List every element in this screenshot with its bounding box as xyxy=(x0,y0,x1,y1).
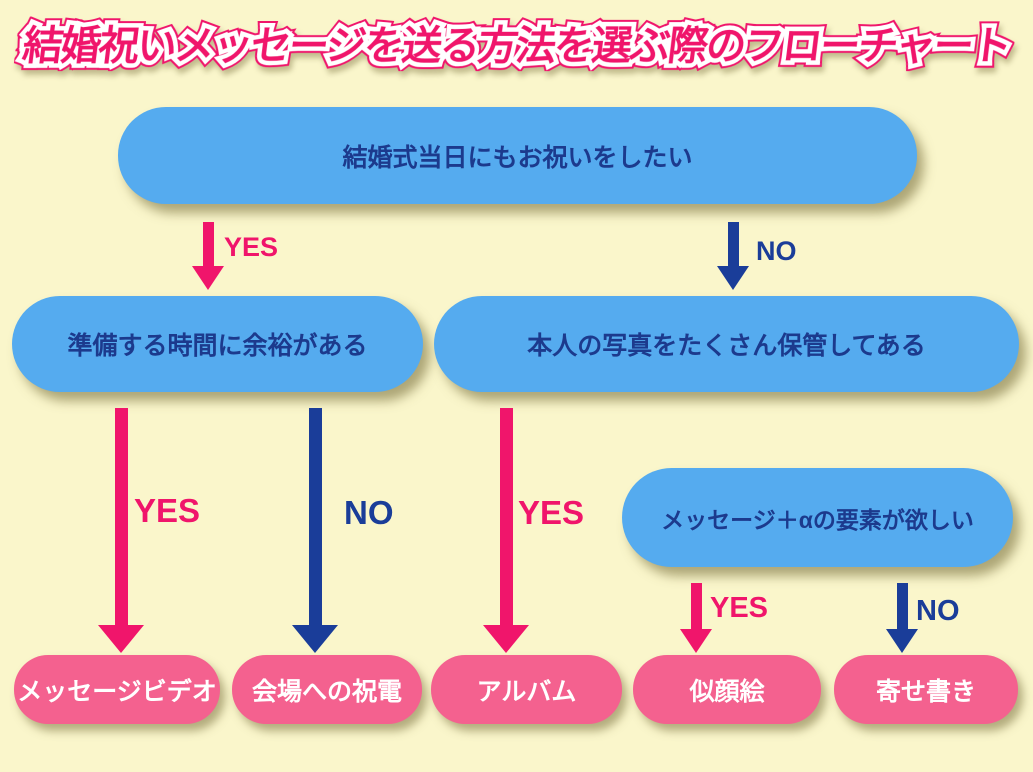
arrow-yes-q4-to-portrait xyxy=(673,583,719,653)
arrow-head-icon xyxy=(886,629,918,653)
arrow-shaft xyxy=(499,408,513,625)
arrow-yes-q3-to-album xyxy=(483,408,529,653)
arrow-head-icon xyxy=(717,266,749,290)
arrow-shaft xyxy=(727,222,739,266)
branch-label-no-q4: NO xyxy=(916,595,960,627)
arrow-shaft xyxy=(690,583,702,629)
arrow-no-q4-to-group-message xyxy=(879,583,925,653)
result-box-group-message: 寄せ書き xyxy=(834,655,1018,724)
question-box-plus-alpha: メッセージ＋αの要素が欲しい xyxy=(622,468,1013,567)
arrow-shaft xyxy=(308,408,322,625)
result-box-album: アルバム xyxy=(431,655,622,724)
arrow-shaft xyxy=(114,408,128,625)
branch-label-yes-q3: YES xyxy=(518,494,585,531)
question-box-many-photos: 本人の写真をたくさん保管してある xyxy=(434,296,1019,392)
arrow-head-icon xyxy=(98,625,144,653)
branch-label-yes-q1: YES xyxy=(224,232,279,262)
branch-label-no-q1: NO xyxy=(756,236,797,266)
result-box-message-video: メッセージビデオ xyxy=(14,655,220,724)
page-title-text: 結婚祝いメッセージを送る方法を選ぶ際のフローチャート xyxy=(20,24,1013,68)
question-box-wedding-day: 結婚式当日にもお祝いをしたい xyxy=(118,107,917,204)
arrow-shaft xyxy=(202,222,214,266)
question-box-prep-time: 準備する時間に余裕がある xyxy=(12,296,423,392)
arrow-shaft xyxy=(896,583,908,629)
arrow-head-icon xyxy=(192,266,224,290)
arrow-no-q2-to-venue-telegram xyxy=(292,408,338,653)
page-title-stack: 結婚祝いメッセージを送る方法を選ぶ際のフローチャート 結婚祝いメッセージを送る方… xyxy=(14,18,1019,75)
branch-label-no-q2: NO xyxy=(344,494,394,531)
arrow-no-q1-to-q3 xyxy=(710,222,756,290)
arrow-head-icon xyxy=(292,625,338,653)
arrow-head-icon xyxy=(483,625,529,653)
page-title: 結婚祝いメッセージを送る方法を選ぶ際のフローチャート 結婚祝いメッセージを送る方… xyxy=(0,18,1033,75)
result-box-venue-telegram: 会場への祝電 xyxy=(232,655,422,724)
branch-label-yes-q4: YES xyxy=(710,592,769,624)
arrow-yes-q2-to-message-video xyxy=(98,408,144,653)
arrow-yes-q1-to-q2 xyxy=(185,222,231,290)
result-box-portrait: 似顔絵 xyxy=(633,655,821,724)
branch-label-yes-q2: YES xyxy=(134,492,201,529)
arrow-head-icon xyxy=(680,629,712,653)
